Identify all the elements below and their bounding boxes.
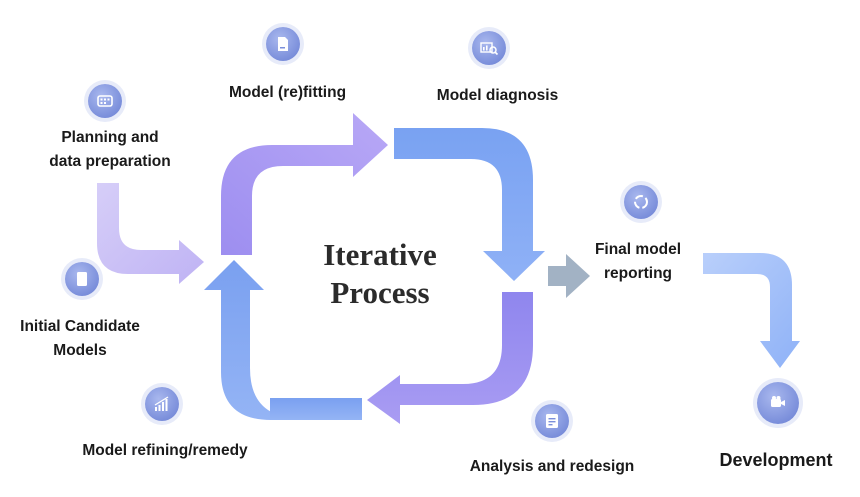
document-icon — [266, 27, 300, 61]
initial-candidate-label: Initial Candidate Models — [0, 315, 160, 363]
final-model-label: Final model reporting — [578, 238, 698, 286]
refresh-icon — [624, 185, 658, 219]
center-title-line2: Process — [330, 275, 430, 310]
model-fitting-label: Model (re)fitting — [228, 84, 347, 101]
loop-arrow-top — [221, 113, 388, 255]
model-diagnosis-label: Model diagnosis — [436, 87, 559, 104]
planning-label: Planning and data preparation — [20, 126, 200, 174]
development-arrow — [703, 253, 800, 368]
camera-icon — [757, 382, 799, 424]
loop-arrow-left-tail — [270, 398, 362, 420]
center-title-line1: Iterative — [323, 237, 437, 272]
planning-arrow — [97, 183, 204, 284]
chart-search-icon — [472, 31, 506, 65]
loop-arrow-bottom — [367, 292, 533, 424]
final-model-arrow — [548, 254, 590, 298]
table-icon — [88, 84, 122, 118]
loop-arrow-right — [394, 128, 545, 281]
final-model-line2: reporting — [603, 265, 673, 282]
development-label: Development — [719, 450, 833, 470]
center-title: Iterative Process — [280, 236, 480, 312]
planning-label-line2: data preparation — [49, 153, 171, 170]
bar-chart-icon — [145, 387, 179, 421]
final-model-line1: Final model — [594, 241, 682, 258]
report-icon — [535, 404, 569, 438]
initial-candidate-line1: Initial Candidate — [20, 318, 140, 335]
planning-label-line1: Planning and — [61, 129, 159, 146]
analysis-redesign-label: Analysis and redesign — [469, 458, 635, 475]
loop-arrow-left — [204, 260, 360, 420]
model-refining-label: Model refining/remedy — [82, 442, 248, 459]
card-icon — [65, 262, 99, 296]
initial-candidate-line2: Models — [53, 342, 107, 359]
